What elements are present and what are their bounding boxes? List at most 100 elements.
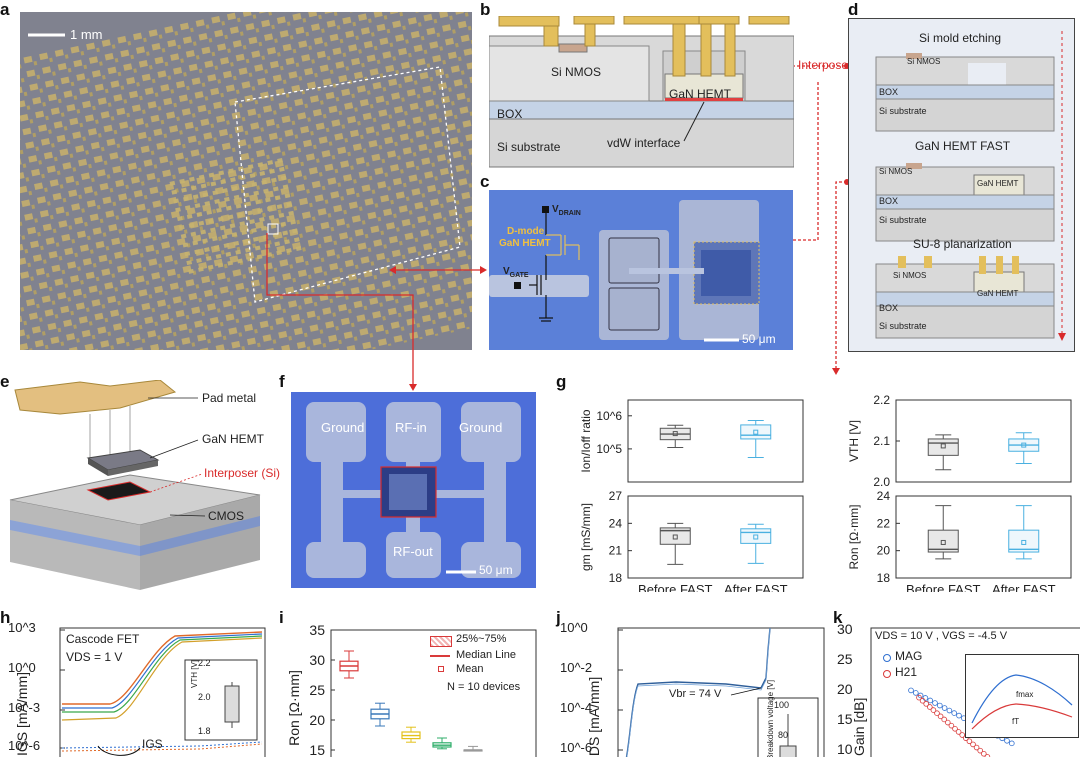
g-mean <box>1021 539 1027 545</box>
step2-si-substrate: Si substrate <box>879 215 927 225</box>
panel-label-f: f <box>279 372 285 391</box>
g-tick-label: 2.0 <box>873 475 890 489</box>
h-tick-1e3: 10^3 <box>8 620 36 635</box>
g-box <box>1008 529 1040 553</box>
k-h21-point <box>959 732 965 738</box>
k-mag-point <box>927 697 933 704</box>
k-inset-plot <box>971 674 1073 730</box>
panel-d-process-flow: Si mold etching Si NMOS BOX Si substrate… <box>848 18 1075 352</box>
k-mag-point <box>908 687 914 694</box>
label-interposer-si: Interposer (Si) <box>204 466 281 480</box>
j-plot <box>617 627 825 757</box>
g-box <box>740 424 772 440</box>
k-mag-point <box>922 695 929 701</box>
step3-gan-hemt: GaN HEMT <box>977 289 1019 298</box>
g-tick-label: 10^6 <box>596 409 622 423</box>
step3-box: BOX <box>879 303 899 313</box>
k-h21-point <box>945 719 951 726</box>
j-ylabel: IDS [mA/mm] <box>586 676 602 757</box>
k-h21-point <box>955 729 962 735</box>
k-legend-h21-marker <box>883 670 891 678</box>
step2-box: BOX <box>879 196 899 206</box>
h-ylabel: IGS [mA/mm] <box>14 672 30 756</box>
step-2: GaN HEMT FAST <box>915 139 1011 153</box>
g-frame-0 <box>627 399 804 483</box>
panel-h-chart: 10^3 10^0 10^-3 10^-6 Cascode FET VDS = … <box>0 620 270 757</box>
k-h21-point <box>981 750 987 757</box>
k-legend-mag-marker <box>883 654 891 662</box>
panel-b-cross-section: Si NMOS GaN HEMT BOX Si substrate vdW in… <box>488 15 795 168</box>
rf-pad-layout <box>291 392 536 588</box>
j-tick-1e-2: 10^-2 <box>560 660 593 675</box>
k-h21-point <box>927 704 933 710</box>
g-xlabel: Before FAST <box>906 582 980 592</box>
label-dmode-2: GaN HEMT <box>499 238 551 249</box>
label-rf-in: RF-in <box>395 420 427 435</box>
g-ylabel: VTH [V] <box>847 420 861 462</box>
j-tick-1e-6: 10^-6 <box>560 740 593 755</box>
g-mean <box>940 443 946 449</box>
label-interposer: Interposer <box>798 58 853 72</box>
k-h21-point <box>977 747 984 754</box>
k-mag-point <box>951 710 957 716</box>
k-annotation: VDS = 10 V , VGS = -4.5 V <box>875 630 1008 642</box>
h-annotation-cascode: Cascode FET <box>66 632 140 646</box>
g-box <box>659 527 691 545</box>
h-tick-1e-6: 10^-6 <box>8 738 41 753</box>
k-h21-point <box>973 744 980 751</box>
panel-label-h: h <box>0 608 11 627</box>
g-mean <box>1021 442 1027 448</box>
g-ylabel: gm [mS/mm] <box>579 503 593 571</box>
k-mag-point <box>932 700 938 706</box>
k-h21-point <box>923 701 929 707</box>
label-vdw-interface: vdW interface <box>607 136 681 150</box>
k-mag-point <box>1009 740 1015 747</box>
k-tick-25: 25 <box>837 651 853 667</box>
label-si-substrate: Si substrate <box>497 140 561 154</box>
panel-e-3d-schematic: Pad metal GaN HEMT Interposer (Si) CMOS <box>0 379 290 590</box>
i-tick-label: 20 <box>309 712 325 728</box>
panel-label-e: e <box>0 372 10 391</box>
i-tick-label: 15 <box>309 742 325 757</box>
k-h21-point <box>952 726 958 732</box>
g-ylabel: Ron [Ω·mm] <box>847 505 861 570</box>
label-box: BOX <box>497 107 523 121</box>
g-mean <box>672 534 678 540</box>
label-e-gan-hemt: GaN HEMT <box>202 432 265 446</box>
k-mag-point <box>937 702 943 709</box>
k-mag-point <box>1004 738 1010 744</box>
g-tick-label: 21 <box>609 544 623 558</box>
k-tick-20: 20 <box>837 681 853 697</box>
panel-label-c: c <box>480 172 490 191</box>
i-annotation-n: N = 10 devices <box>447 681 521 693</box>
j-tick-1e0: 10^0 <box>560 620 588 635</box>
step3-si-substrate: Si substrate <box>879 321 927 331</box>
step-1: Si mold etching <box>919 31 1002 45</box>
label-v-gate: VGATE <box>503 266 529 279</box>
g-tick-label: 24 <box>609 516 623 530</box>
k-mag-point <box>913 690 919 696</box>
h-annotation-vds: VDS = 1 V <box>66 650 123 664</box>
step2-si-nmos: Si NMOS <box>879 167 913 176</box>
h-annotation-igs: IGS <box>142 737 163 751</box>
g-tick-label: 20 <box>877 544 891 558</box>
g-xlabel: After FAST <box>992 582 1056 592</box>
legend-mean: Mean <box>456 663 484 675</box>
k-tick-10: 10 <box>837 741 853 757</box>
g-tick-label: 24 <box>877 489 891 503</box>
step-3: SU-8 planarization <box>913 237 1012 251</box>
g-ylabel: Ion/Ioff ratio <box>579 409 593 472</box>
i-tick-label: 30 <box>309 652 325 668</box>
k-tick-30: 30 <box>837 621 853 637</box>
scale-bar-f: 50 μm <box>479 563 513 577</box>
g-tick-label: 22 <box>877 516 891 530</box>
k-h21-point <box>916 694 922 701</box>
g-box <box>740 528 772 544</box>
h-inset-tick-1-8: 1.8 <box>198 726 211 736</box>
g-mean <box>753 429 759 435</box>
j-annotation-vbr: Vbr = 74 V <box>669 688 722 700</box>
k-tick-15: 15 <box>837 711 853 727</box>
k-mag-point <box>941 705 948 711</box>
label-gan-hemt: GaN HEMT <box>669 87 732 101</box>
panel-label-b: b <box>480 0 491 19</box>
